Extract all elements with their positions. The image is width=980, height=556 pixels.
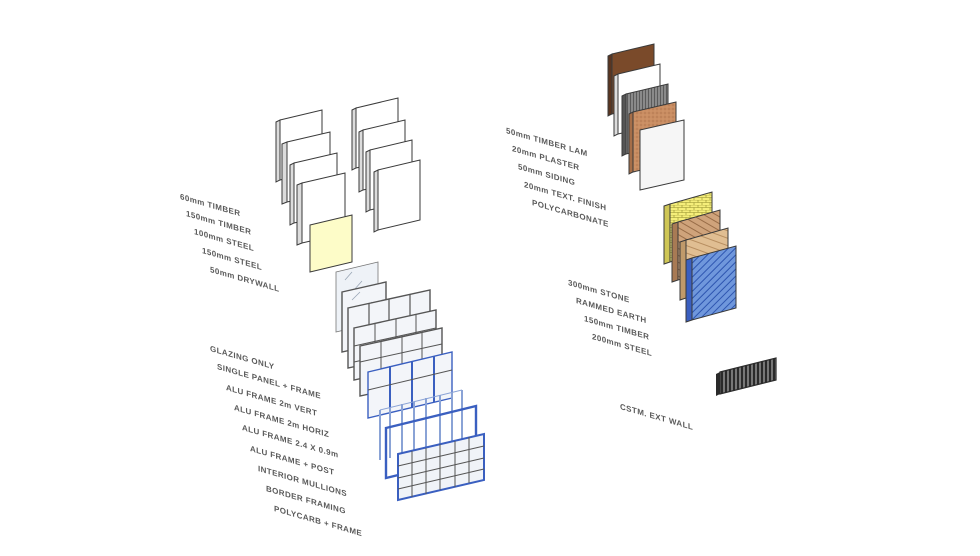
curtain-polycarb-frame: [397, 432, 485, 502]
panel-50mm-drywall: [309, 214, 353, 273]
curtain-wall-group: [335, 261, 485, 502]
curtain-interior-mullions: [379, 389, 463, 460]
panel-column-two: [351, 97, 421, 233]
finish-types-group: [607, 43, 685, 191]
custom-ext-wall: [716, 357, 777, 396]
heavy-wall-group: [663, 191, 737, 323]
heavy-200mm-steel: [685, 245, 737, 323]
finish-polycarbonate: [639, 119, 685, 191]
wall-types-group: [275, 97, 421, 273]
